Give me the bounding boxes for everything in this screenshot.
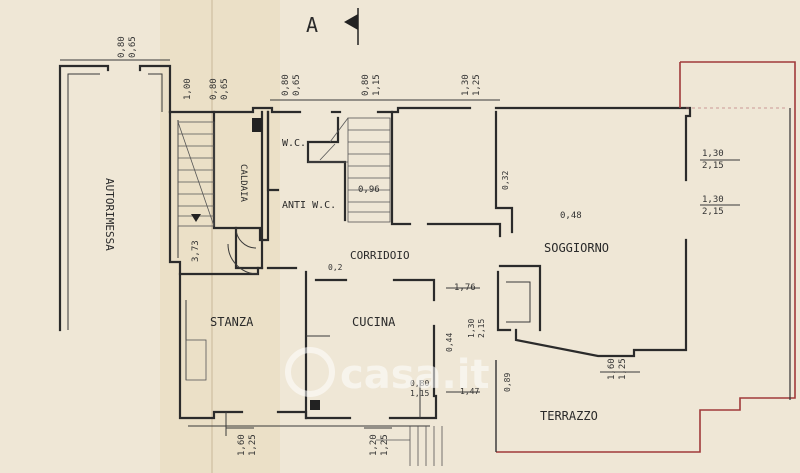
- dim-cucina-bottom-right-a: 0,80: [410, 379, 429, 388]
- room-label-anti-wc: ANTI W.C.: [282, 200, 336, 211]
- terrazzo-outline: [495, 61, 796, 453]
- autorimessa-walls: [58, 64, 172, 332]
- section-marker-label: A: [306, 13, 318, 37]
- dim-cucina-bottom-a: 1,20: [369, 434, 379, 456]
- watermark-text: casa.it: [340, 352, 490, 398]
- room-label-caldaia: CALDAIA: [238, 164, 248, 203]
- dim-cucina-right-mid-b: 2,15: [477, 319, 486, 338]
- dim-cucina-door: 0,2: [328, 263, 343, 272]
- dim-caldaia-window-a: 0,80: [209, 78, 219, 100]
- dim-right-1a: 1,30: [702, 149, 724, 159]
- dim-stanza-bottom-a: 1,60: [237, 434, 247, 456]
- dim-autorimessa-b: 0,65: [128, 36, 138, 58]
- dim-soggiorno-bottom-b: 1,25: [618, 358, 628, 380]
- dim-stairs-a: 0,80: [361, 74, 371, 96]
- room-label-corridoio: CORRIDOIO: [350, 249, 410, 262]
- dim-right-2a: 1,30: [702, 195, 724, 205]
- watermark: casa.it: [285, 347, 490, 398]
- dim-corridor-a: 1,30: [461, 74, 471, 96]
- dim-stairs-width: 0,96: [358, 185, 380, 195]
- stair-left: [177, 121, 215, 227]
- dim-caldaia-window-b: 0,65: [220, 78, 230, 100]
- stair-central: [308, 117, 391, 223]
- dim-wc-b: 0,65: [292, 74, 302, 96]
- entry-steps: [376, 426, 443, 466]
- room-label-cucina: CUCINA: [352, 315, 396, 329]
- dim-caldaia: 1,00: [183, 78, 193, 100]
- room-label-autorimessa: AUTORIMESSA: [103, 178, 116, 251]
- dim-wc-a: 0,80: [281, 74, 291, 96]
- interior-walls: [178, 110, 542, 420]
- dim-stanza-bottom-b: 1,25: [248, 434, 258, 456]
- room-label-wc: W.C.: [282, 138, 306, 149]
- dim-cucina-right-mid-a: 1,30: [467, 319, 476, 338]
- dim-cucina-bottom-b: 1,25: [380, 434, 390, 456]
- dim-soggiorno-bottom-a: 1,60: [607, 358, 617, 380]
- section-marker: A: [306, 8, 359, 45]
- dim-corridor-b: 1,25: [472, 74, 482, 96]
- dim-bottom-089: 0,89: [503, 373, 512, 392]
- dim-left-stair: 3,73: [191, 240, 201, 262]
- dim-right-2b: 2,15: [702, 207, 724, 217]
- room-label-stanza: STANZA: [210, 315, 254, 329]
- dim-autorimessa-a: 0,80: [117, 36, 127, 58]
- dim-soggiorno-pillar: 0,32: [501, 171, 510, 190]
- dim-cucina-right-sm: 0,44: [445, 333, 454, 352]
- dim-right-1b: 2,15: [702, 161, 724, 171]
- room-label-terrazzo: TERRAZZO: [540, 409, 598, 423]
- dim-stairs-b: 1,15: [372, 74, 382, 96]
- room-label-soggiorno: SOGGIORNO: [544, 241, 609, 255]
- dim-bottom-147: 1,47: [460, 387, 479, 396]
- dim-soggiorno-small: 0,48: [560, 211, 582, 221]
- dim-cucina-bottom-right-b: 1,15: [410, 389, 429, 398]
- dim-cucina-right-top: 1,76: [454, 283, 476, 293]
- dimension-lines: [60, 59, 740, 429]
- door-swings: [185, 118, 421, 436]
